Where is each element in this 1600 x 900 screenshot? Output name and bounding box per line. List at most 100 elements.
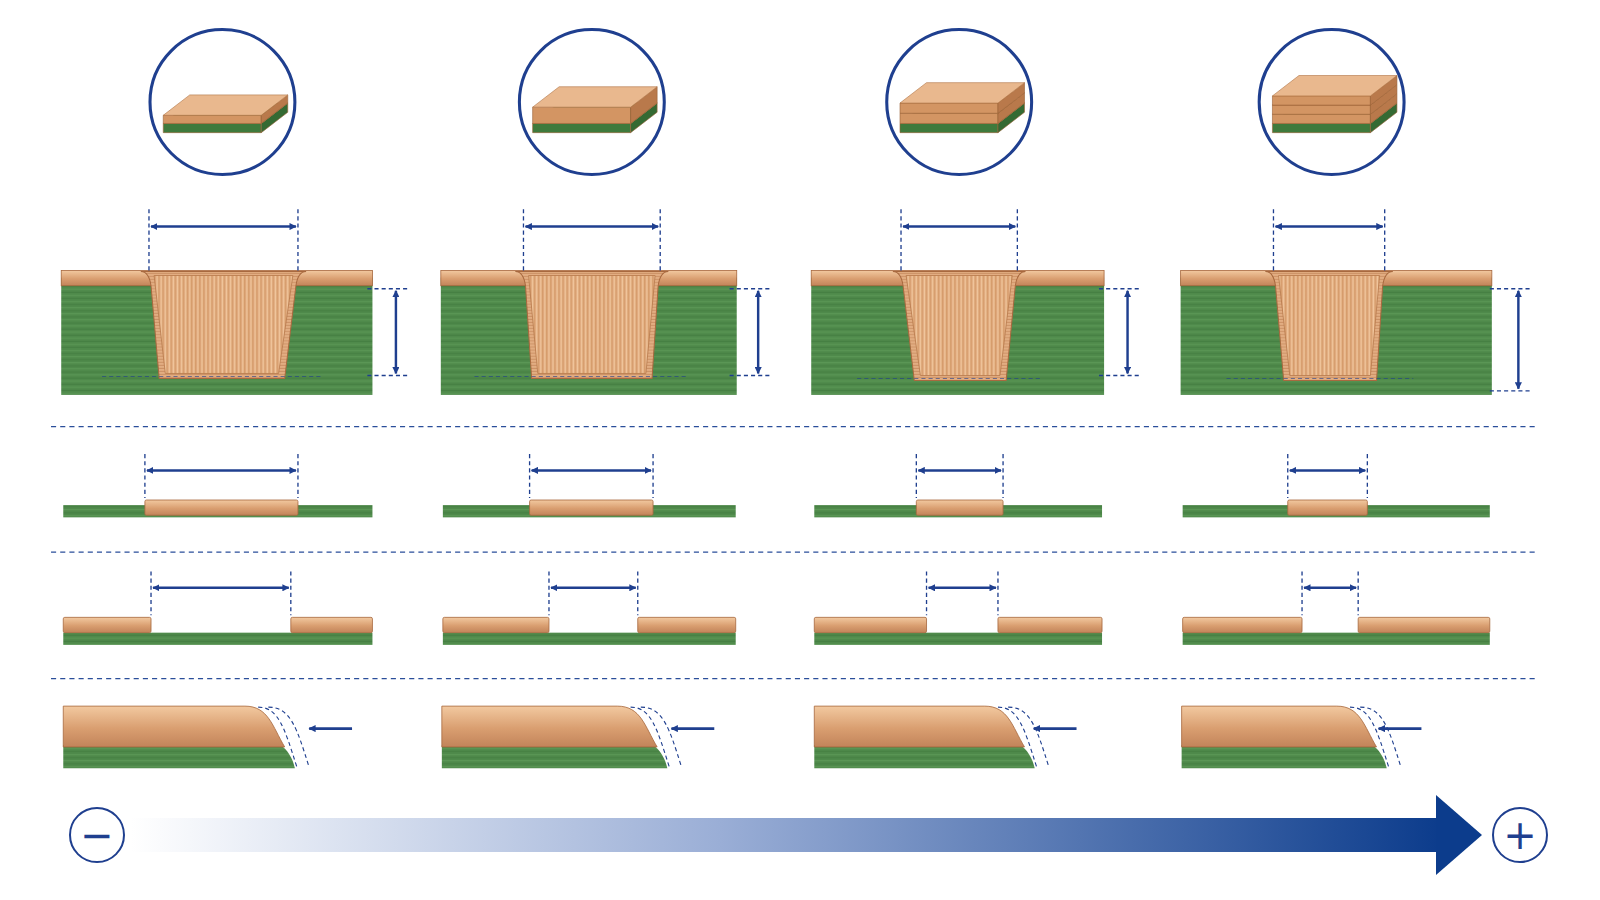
etch-outline [1350,707,1389,767]
copper-trace [1288,500,1368,515]
row-separator [51,551,1536,552]
detail-circle [150,30,295,175]
extension-line [1490,390,1531,391]
dimension-arrow [151,225,296,227]
extension-line [529,454,530,498]
copper-layer-top [533,87,657,107]
laminate-strip [63,633,372,645]
extension-line [290,571,291,615]
laminate-layer-front [163,123,261,132]
etch-arrow [309,727,352,730]
extension-line [1301,571,1302,615]
extension-line [1384,209,1385,273]
etched-copper [1182,706,1377,747]
dimension-arrow [1517,291,1519,389]
via-fill [154,276,293,374]
via-bottom-line [474,376,688,377]
extension-line [1367,454,1368,498]
extension-line [730,375,771,376]
copper-layer-front [1272,114,1370,123]
copper-layer-front [163,115,261,123]
copper-layer-top [163,95,287,115]
dimension-arrow [757,291,759,374]
extension-line [144,454,145,498]
copper-stack [1272,76,1396,133]
laminate-edge [442,745,668,768]
copper-stack [900,83,1024,133]
extension-line [916,454,917,498]
dimension-arrow [1276,225,1383,227]
via-bottom-line [1227,378,1414,379]
etch-outline [1008,707,1049,767]
etched-copper [442,706,657,747]
via-bottom-line [102,376,321,377]
extension-line [150,571,151,615]
laminate-edge [1182,745,1387,768]
copper-conductor [814,617,926,632]
copper-conductor [291,617,373,632]
scale-arrow [131,818,1440,852]
detail-circle [887,30,1032,175]
extension-line [523,209,524,273]
etch-arrow [1034,727,1077,730]
extension-line [148,209,149,273]
etched-copper [814,706,1024,747]
via-plating [893,271,1026,380]
via-bottom-line [857,378,1043,379]
extension-line [1099,288,1140,289]
extension-line [1287,454,1288,498]
extension-line [367,375,408,376]
copper-layer-front [533,107,631,123]
dimension-arrow [395,291,397,374]
laminate-layer-front [1272,123,1370,132]
laminate-strip [814,633,1102,645]
copper-conductor [998,617,1102,632]
extension-line [997,571,998,615]
dimension-arrow [903,225,1015,227]
laminate-edge [814,745,1034,768]
dimension-arrow [1304,587,1356,589]
dimension-arrow [1126,291,1128,374]
dimension-arrow [532,469,651,471]
copper-layer-front [900,103,998,113]
extension-line [367,288,408,289]
via-plating [515,271,668,378]
via-fill [906,276,1012,376]
extension-line [1017,209,1018,273]
extension-line [900,209,901,273]
etch-outline [258,707,297,767]
via-fill [1279,276,1380,376]
extension-line [637,571,638,615]
detail-circle [519,30,664,175]
copper-layer-front [900,113,998,123]
etch-arrow [671,727,714,730]
copper-layer-top [900,83,1024,103]
dimension-arrow [1290,469,1366,471]
etch-outline [1360,707,1401,767]
dimension-arrow [551,587,636,589]
extension-line [926,571,927,615]
dimension-arrow [929,587,996,589]
etch-outline [641,707,682,767]
extension-line [297,209,298,273]
row-separator [51,678,1536,679]
etch-outline [268,707,309,767]
laminate-layer-front [900,123,998,132]
copper-stack [163,95,287,133]
extension-line [730,288,771,289]
laminate-layer-front [533,123,631,132]
copper-layer-front [1272,96,1370,105]
scale-sign: − [80,815,114,855]
copper-trace [916,500,1003,515]
copper-trace [530,500,653,515]
etched-copper [63,706,284,747]
extension-line [660,209,661,273]
extension-line [1490,288,1531,289]
copper-layer-top [1272,76,1396,96]
row-separator [51,426,1536,427]
dimension-arrow [147,469,296,471]
dimension-arrow [526,225,659,227]
